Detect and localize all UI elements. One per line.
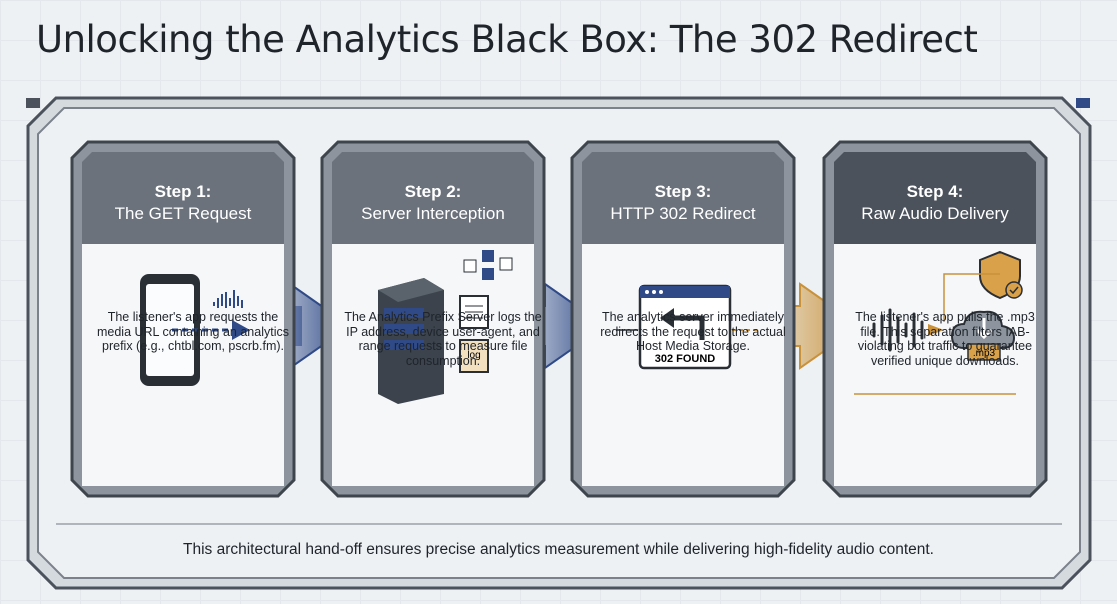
cloud-download-icon: .mp3 — [950, 310, 1016, 361]
waveform-icon — [872, 308, 924, 352]
data-packets-icon — [463, 250, 513, 280]
footer-caption: This architectural hand-off ensures prec… — [183, 541, 934, 558]
browser-redirect-icon: 302 FOUND — [638, 284, 732, 370]
log-file-label: log — [467, 350, 480, 361]
page-title: Unlocking the Analytics Black Box: The 3… — [36, 18, 978, 61]
step-card-1: Step 1: The GET Request The listener's a… — [70, 140, 296, 498]
step-number: Step 1: — [154, 182, 212, 201]
step-description: The listener's app requests the media UR… — [96, 310, 289, 353]
step-body: The listener's app requests the media UR… — [82, 244, 289, 486]
step-card-4: Step 4: Raw Audio Delivery .mp3 T — [822, 140, 1048, 498]
step-description: The analytics server immediately redirec… — [600, 310, 786, 353]
smartphone-icon — [140, 274, 200, 386]
step-header: Step 2: Server Interception — [332, 152, 534, 244]
step-header: Step 1: The GET Request — [82, 152, 284, 244]
step-card-3: Step 3: HTTP 302 Redirect 302 FOUND The … — [570, 140, 796, 498]
redirect-badge: 302 FOUND — [655, 353, 716, 365]
audio-file-label: .mp3 — [973, 348, 996, 359]
step-body: 302 FOUND The analytics server immediate… — [582, 244, 786, 486]
server-rack-icon — [378, 278, 444, 404]
step-header: Step 4: Raw Audio Delivery — [834, 152, 1036, 244]
step-name: The GET Request — [114, 204, 252, 223]
log-file-icon: log — [459, 295, 489, 373]
step-description: The Analytics Prefix Server logs the IP … — [344, 310, 542, 368]
step-card-2: Step 2: Server Interception log — [320, 140, 546, 498]
shield-check-icon — [979, 250, 1023, 300]
step-header: Step 3: HTTP 302 Redirect — [582, 152, 784, 244]
step-description: The listener's app pulls the .mp3 file. … — [855, 310, 1035, 368]
step-body: .mp3 The listener's app pulls the .mp3 f… — [834, 244, 1036, 486]
step-name: Server Interception — [361, 204, 505, 223]
request-arrow-icon — [172, 320, 250, 340]
step-body: log The Analytics Prefix Server logs the… — [332, 244, 542, 486]
step-number: Step 2: — [404, 182, 462, 201]
step-number: Step 4: — [906, 182, 964, 201]
step-name: Raw Audio Delivery — [861, 204, 1009, 223]
waveform-icon — [213, 290, 243, 308]
step-number: Step 3: — [654, 182, 712, 201]
step-name: HTTP 302 Redirect — [610, 204, 756, 223]
